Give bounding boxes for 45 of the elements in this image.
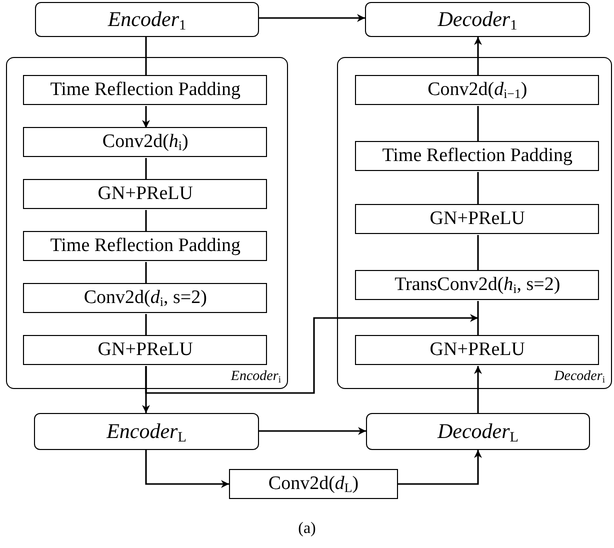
norm-activation-box [23,179,268,210]
block-label: Encoder$_{1}$ [108,8,186,32]
block-label: GN+PReLU [98,184,193,205]
decoder-block [365,2,590,37]
block-label: Conv2d(d$_{i}$, s=2) [84,288,207,309]
arrow [259,14,365,22]
encoder-block [34,413,259,450]
group-label: Decoder$_{i}$ [554,368,605,384]
arrow [145,450,229,488]
block-label: Decoder$_{1}$ [438,8,518,32]
arrow [145,314,478,394]
encoder-layer-group [6,57,288,389]
norm-activation-box [355,335,600,366]
arrow [474,366,482,413]
block-label: Time Reflection Padding [50,80,241,101]
padding-layer-box [23,231,268,262]
decoder-block [366,413,590,450]
block-label: Conv2d(d$_{i−1}$) [428,80,528,101]
arrow [142,106,150,128]
group-label: Encoder$_{i}$ [230,368,281,384]
block-label: Conv2d(h$_{i}$) [102,132,188,153]
padding-layer-box [23,75,268,106]
block-label: GN+PReLU [98,340,193,361]
caption: (a) [297,520,317,538]
encoder-block [35,2,259,37]
transposed-conv-box [355,270,600,300]
decoder-layer-group [337,57,612,389]
block-label: TransConv2d(h$_{i}$, s=2) [394,274,560,296]
block-label: GN+PReLU [430,340,525,361]
norm-activation-box [23,335,268,366]
norm-activation-box [355,204,600,234]
conv-layer-box [229,469,398,499]
block-label: GN+PReLU [430,208,525,230]
arrow [474,37,482,76]
conv-layer-box [23,283,268,314]
block-label: Decoder$_{L}$ [437,420,519,444]
block-label: Conv2d(d$_{L}$) [268,474,359,494]
block-label: Encoder$_{L}$ [106,420,186,444]
conv-layer-box [23,127,268,158]
arrow [259,427,366,435]
padding-layer-box [355,141,600,172]
block-label: Time Reflection Padding [382,146,573,167]
block-label: Time Reflection Padding [50,236,241,257]
conv-layer-box [355,75,600,106]
arrow [398,450,482,485]
